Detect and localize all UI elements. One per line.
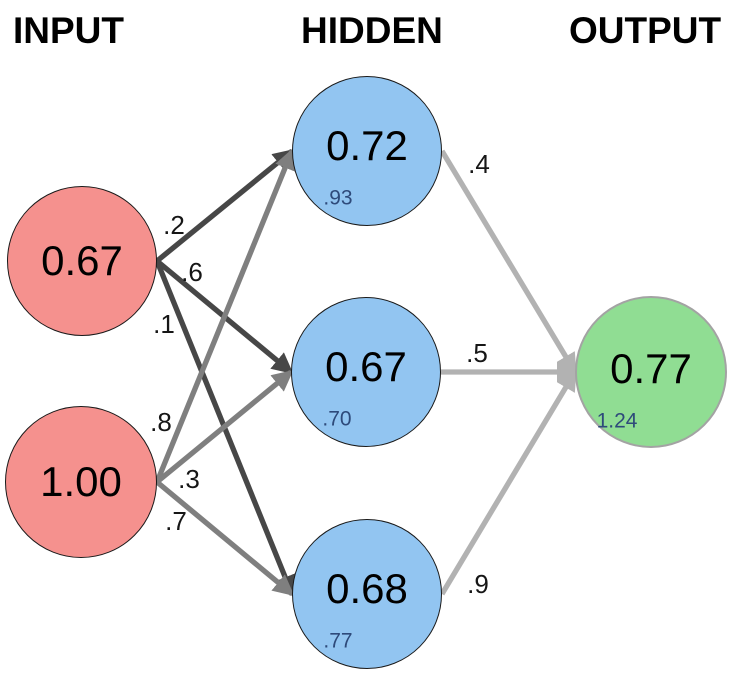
edge-weight-label-i2-h1: .8 [150, 407, 172, 437]
layer-title-input: INPUT [13, 10, 124, 51]
input-node-i1: 0.67 [7, 186, 157, 336]
output-node-value: 0.77 [610, 345, 692, 392]
edge-h3-o1 [439, 369, 578, 596]
hidden-node-h2: 0.67 .70 [291, 297, 441, 447]
output-node-net-input-label: 1.24 [596, 409, 638, 433]
hidden-node-h1: 0.72 .93 [292, 76, 442, 226]
edge-weight-label-i1-h1: .2 [163, 210, 185, 240]
edge-weight-label-h3-o1: .9 [467, 569, 489, 599]
hidden-node-net-input-label: .70 [322, 407, 352, 431]
edge-h1-o1 [439, 149, 578, 375]
edge-weight-label-i2-h3: .7 [165, 506, 187, 536]
edge-weight-label-i2-h2: .3 [178, 464, 200, 494]
hidden-node-net-input-label: .93 [323, 186, 353, 210]
edge-weight-label-h1-o1: .4 [468, 149, 490, 179]
output-node-o1: 0.77 1.24 [575, 296, 727, 448]
input-node-value: 1.00 [40, 458, 122, 505]
edge-i2-h2 [155, 369, 294, 485]
edge-i1-h1 [155, 148, 295, 264]
edge-i2-h1 [154, 148, 296, 484]
hidden-node-h3: 0.68 .77 [292, 519, 442, 669]
hidden-node-value: 0.68 [326, 565, 408, 612]
input-node-i2: 1.00 [5, 406, 157, 558]
edge-weight-label-h2-o1: .5 [466, 338, 488, 368]
hidden-node-value: 0.72 [326, 122, 408, 169]
layer-title-output: OUTPUT [569, 10, 722, 51]
layer-title-hidden: HIDDEN [301, 10, 443, 51]
hidden-node-net-input-label: .77 [323, 629, 353, 653]
input-node-value: 0.67 [41, 237, 123, 284]
hidden-node-value: 0.67 [325, 343, 407, 390]
edge-i2-h3 [155, 479, 295, 597]
edge-weight-label-i1-h2: .6 [181, 257, 203, 287]
edge-weight-label-i1-h3: .1 [153, 309, 175, 339]
